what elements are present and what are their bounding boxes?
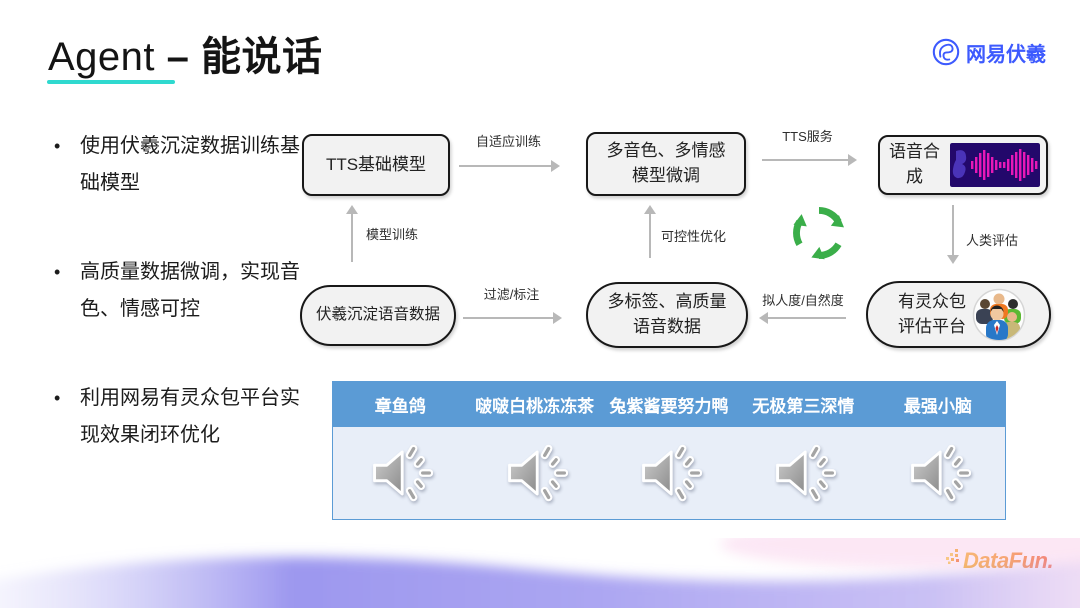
page-title: Agent – 能说话 [48,24,323,82]
audio-name: 章鱼鸽 [374,397,426,416]
arrow-tts-service [762,154,857,166]
arrow-controllability [644,205,656,258]
audio-panel-header: 章鱼鸽 啵啵白桃冻冻茶 兔紫酱要努力鸭 无极第三深情 最强小脑 [333,382,1005,427]
bullet-list: 使用伏羲沉淀数据训练基础模型 高质量数据微调，实现音色、情感可控 利用网易有灵众… [50,128,302,506]
fuxi-phoenix-icon [932,38,960,66]
audio-demo-panel: 章鱼鸽 啵啵白桃冻冻茶 兔紫酱要努力鸭 无极第三深情 最强小脑 [332,381,1006,520]
speaker-icon [910,442,971,503]
audio-play-button[interactable] [871,427,1005,518]
arrow-filter-label [463,312,562,324]
edge-label-adaptive-training: 自适应训练 [475,134,541,149]
audio-play-button[interactable] [467,427,601,518]
audio-name: 兔紫酱要努力鸭 [609,397,729,416]
audio-name: 最强小脑 [903,397,972,416]
speaker-icon [776,442,837,503]
datafun-dots-icon [946,549,959,564]
audio-play-button[interactable] [333,427,467,518]
node-crowdsource-eval-platform: 有灵众包 评估平台 [866,281,1051,348]
speech-synthesis-label: 语音合成 [889,142,940,186]
edge-label-tts-service: TTS服务 [782,129,833,144]
title-chinese: – 能说话 [155,35,323,79]
speaker-icon [373,442,434,503]
feedback-loop-icon [789,207,844,264]
edge-label-filter-label: 过滤/标注 [483,287,540,302]
arrow-model-training [346,205,358,262]
audio-play-button[interactable] [602,427,736,518]
netease-fuxi-logo: 网易伏羲 [931,37,1046,67]
fuxi-logo-text: 网易伏羲 [966,43,1046,66]
crowdsource-label: 有灵众包 评估平台 [898,291,966,336]
audio-panel-body [333,427,1005,518]
audio-play-button[interactable] [736,427,870,518]
speaker-icon [642,442,703,503]
edge-label-naturalness: 拟人度/自然度 [762,293,844,308]
title-english: Agent [48,35,156,79]
node-tts-base-model: TTS基础模型 [302,134,450,196]
title-underline [47,80,175,84]
arrow-naturalness [759,312,846,324]
datafun-wordmark: DataFun. [963,548,1054,573]
speaker-icon [507,442,568,503]
edge-label-model-training: 模型训练 [366,227,419,242]
node-labeled-speech-data: 多标签、高质量 语音数据 [586,282,748,348]
edge-label-human-eval: 人类评估 [966,233,1019,248]
datafun-logo: DataFun. [946,548,1054,574]
bullet-item: 利用网易有灵众包平台实现效果闭环优化 [50,380,302,454]
node-fuxi-speech-data: 伏羲沉淀语音数据 [300,285,456,346]
audio-name: 啵啵白桃冻冻茶 [475,397,595,416]
bullet-item: 使用伏羲沉淀数据训练基础模型 [50,128,302,202]
bullet-item: 高质量数据微调，实现音色、情感可控 [50,254,302,328]
decorative-wave [0,538,1080,608]
waveform-image [950,143,1040,187]
node-speech-synthesis: 语音合成 [878,135,1048,195]
audio-name: 无极第三深情 [752,397,855,416]
edge-label-controllability: 可控性优化 [661,229,727,244]
arrow-adaptive-training [459,160,560,172]
node-multi-voice-finetune: 多音色、多情感 模型微调 [586,132,746,196]
crowd-people-image [972,288,1026,341]
arrow-human-eval [947,205,959,264]
